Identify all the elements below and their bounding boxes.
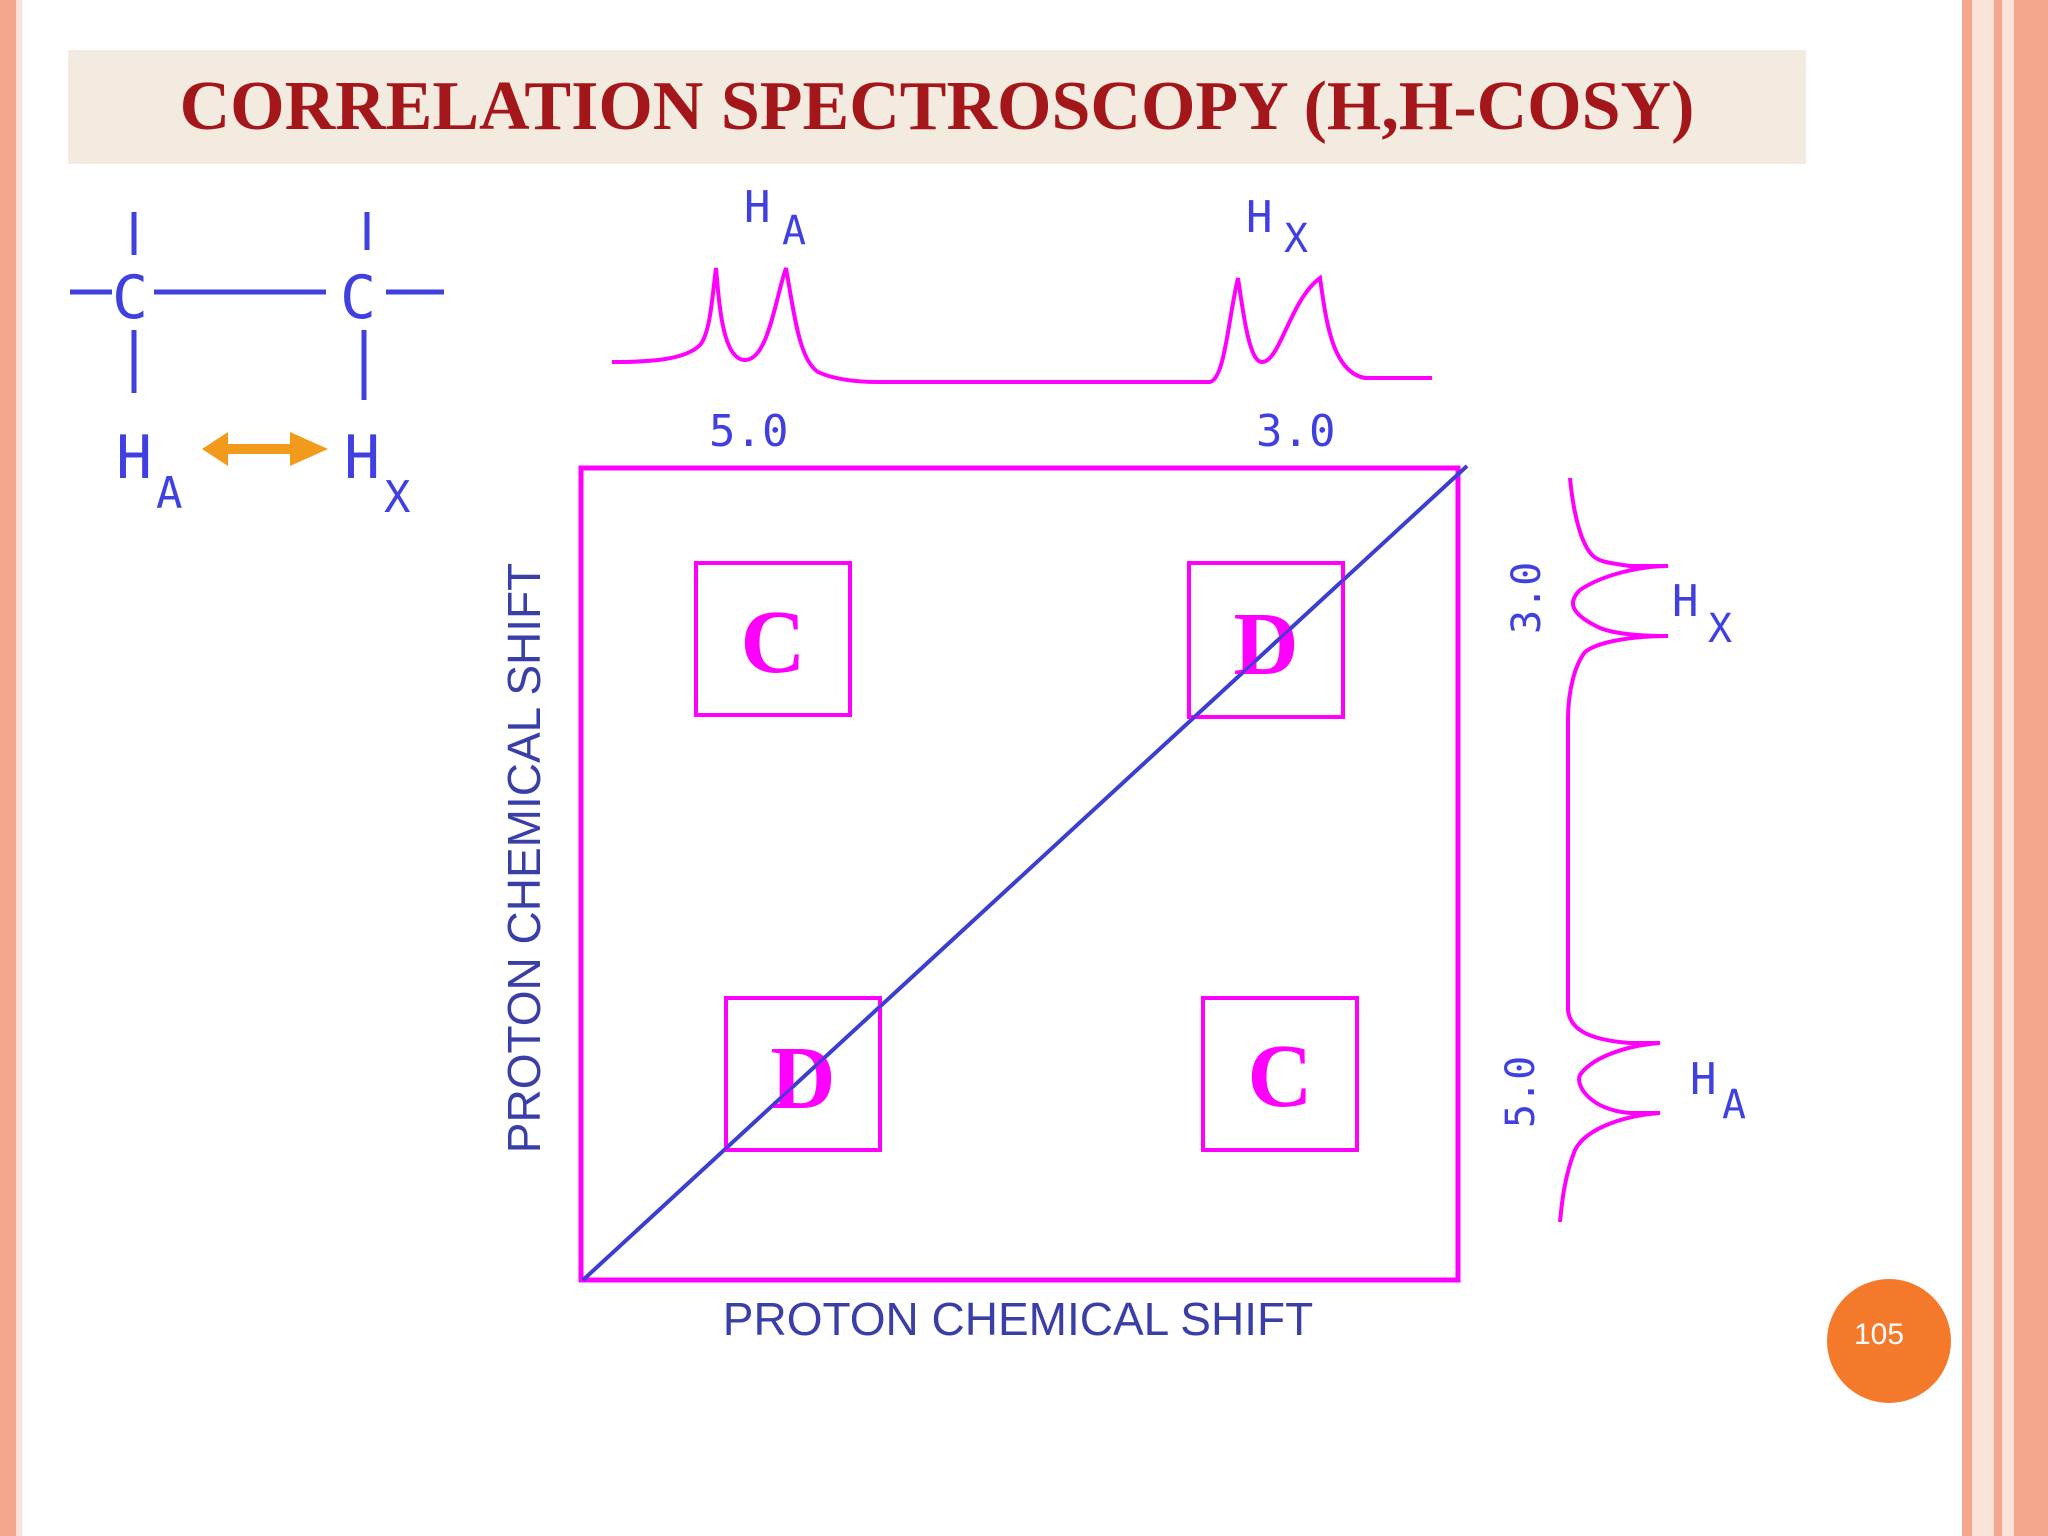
slide-frame-right-stripe-5 bbox=[2014, 0, 2048, 1536]
right-peak-h-x-letter: H bbox=[1672, 576, 1699, 627]
slide-frame-right-stripe-1 bbox=[1962, 0, 1972, 1536]
right-peak-h-a-subscript: A bbox=[1722, 1082, 1746, 1128]
top-peak-h-a-subscript: A bbox=[782, 208, 806, 254]
molecule-h-x-subscript: X bbox=[384, 472, 411, 523]
top-shift-label-3: 3.0 bbox=[1256, 406, 1335, 457]
right-shift-label-3: 3.0 bbox=[1504, 562, 1550, 634]
box-top-right: D bbox=[1187, 561, 1345, 719]
molecule-h-x-letter: H bbox=[344, 423, 380, 493]
top-peak-h-x-subscript: X bbox=[1284, 216, 1308, 262]
y-axis-title: PROTON CHEMICAL SHIFT bbox=[498, 563, 550, 1153]
molecule-h-a-subscript: A bbox=[156, 468, 183, 519]
slide-frame-right-stripe-2 bbox=[1972, 0, 1994, 1536]
title-bar: CORRELATION SPECTROSCOPY (H,H-COSY) bbox=[68, 50, 1806, 164]
diagonal-line-overlay bbox=[581, 464, 1469, 1282]
box-top-left-letter: C bbox=[741, 593, 806, 692]
molecule-h-a-letter: H bbox=[116, 423, 152, 493]
molecule-carbon-1: C bbox=[112, 263, 148, 333]
coupling-arrow-icon bbox=[202, 432, 328, 466]
x-axis-title: PROTON CHEMICAL SHIFT bbox=[723, 1293, 1313, 1345]
box-bottom-left: D bbox=[724, 996, 882, 1152]
top-peak-h-x-letter: H bbox=[1246, 192, 1273, 243]
slide-frame-left-inner bbox=[16, 0, 22, 1536]
right-spectrum-trace bbox=[1558, 477, 1669, 1223]
right-shift-label-5: 5.0 bbox=[1498, 1056, 1544, 1128]
box-bottom-right: C bbox=[1201, 996, 1359, 1152]
molecule-carbon-2: C bbox=[340, 263, 376, 333]
box-top-right-letter: D bbox=[1234, 595, 1299, 694]
box-top-left: C bbox=[694, 561, 852, 717]
right-peak-h-a-letter: H bbox=[1690, 1054, 1717, 1105]
right-peak-h-x-subscript: X bbox=[1708, 606, 1732, 652]
molecule-fragment bbox=[70, 212, 444, 400]
slide-title: CORRELATION SPECTROSCOPY (H,H-COSY) bbox=[179, 68, 1695, 145]
cosy-plot-frame bbox=[578, 465, 1461, 1283]
top-peak-h-a-letter: H bbox=[744, 182, 771, 233]
slide-frame-left bbox=[0, 0, 16, 1536]
slide-frame-right-stripe-3 bbox=[1994, 0, 2002, 1536]
box-bottom-right-letter: C bbox=[1248, 1027, 1313, 1126]
page-number: 105 bbox=[1853, 1318, 1905, 1351]
slide-frame-right-stripe-4 bbox=[2002, 0, 2014, 1536]
top-shift-label-5: 5.0 bbox=[709, 406, 788, 457]
page-number-badge: 105 bbox=[1827, 1279, 1951, 1403]
top-spectrum-trace bbox=[611, 267, 1432, 384]
